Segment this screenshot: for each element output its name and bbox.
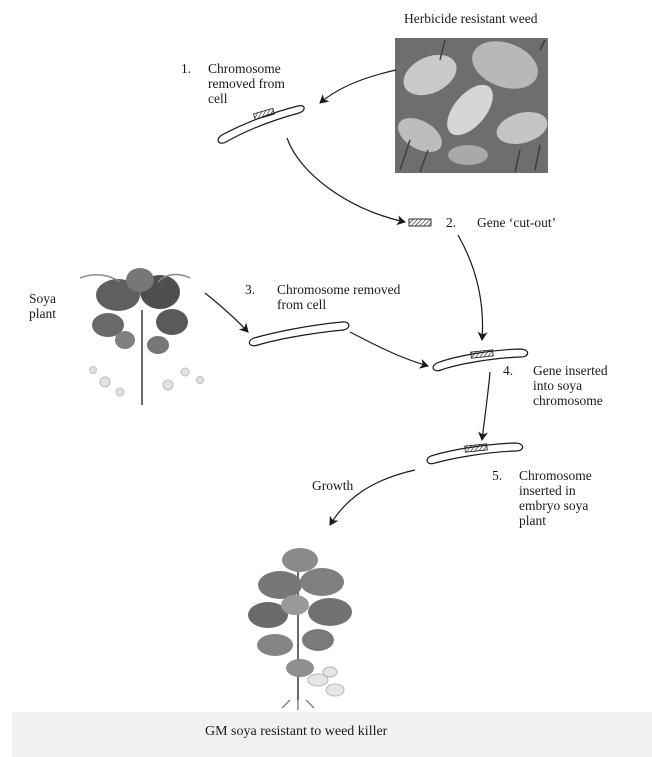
arrow-chromosome-4-to-5 [482, 372, 490, 440]
step-1-line-3: cell [208, 91, 285, 106]
step-5-line-2: inserted in [519, 483, 592, 498]
soya-plant-line-2: plant [29, 306, 56, 321]
step-4-line-2: into soya [533, 378, 608, 393]
figure-caption: GM soya resistant to weed killer [205, 724, 387, 739]
soya-plant-line-1: Soya [29, 291, 56, 306]
chromosome-3 [249, 322, 349, 346]
step-5-text: Chromosome inserted in embryo soya plant [519, 468, 592, 528]
chromosome-1 [218, 106, 304, 144]
step-1-number: 1. [181, 61, 191, 76]
step-2-number: 2. [446, 215, 456, 230]
step-3-text: Chromosome removed from cell [277, 282, 400, 312]
arrow-weed-to-chromosome [320, 70, 396, 103]
arrow-chromosome-to-gene [287, 138, 405, 222]
step-5-line-1: Chromosome [519, 468, 592, 483]
step-5-line-3: embryo soya [519, 498, 592, 513]
step-5-line-4: plant [519, 513, 592, 528]
step-4-line-1: Gene inserted [533, 363, 608, 378]
arrow-plant-to-chromosome-3 [205, 293, 248, 332]
step-5-number: 5. [492, 468, 502, 483]
step-4-text: Gene inserted into soya chromosome [533, 363, 608, 408]
arrow-chromosome-3-to-4 [350, 332, 428, 366]
step-4-number: 4. [503, 363, 513, 378]
step-1-text: Chromosome removed from cell [208, 61, 285, 106]
step-1-line-1: Chromosome [208, 61, 285, 76]
step-3-line-2: from cell [277, 297, 400, 312]
step-1-line-2: removed from [208, 76, 285, 91]
chromosome-4 [433, 349, 528, 371]
soya-plant-image [80, 268, 204, 405]
growth-label: Growth [312, 478, 353, 493]
weed-title: Herbicide resistant weed [404, 11, 537, 26]
gm-soya-plant-image [248, 548, 352, 710]
step-3-number: 3. [245, 282, 255, 297]
cut-out-gene [409, 219, 431, 226]
weed-photo [392, 33, 551, 173]
step-2-text: Gene ‘cut-out’ [477, 215, 556, 230]
soya-plant-label: Soya plant [29, 291, 56, 321]
chromosome-5 [427, 443, 523, 464]
arrow-gene-to-chromosome-4 [458, 235, 483, 340]
step-4-line-3: chromosome [533, 393, 608, 408]
step-3-line-1: Chromosome removed [277, 282, 400, 297]
